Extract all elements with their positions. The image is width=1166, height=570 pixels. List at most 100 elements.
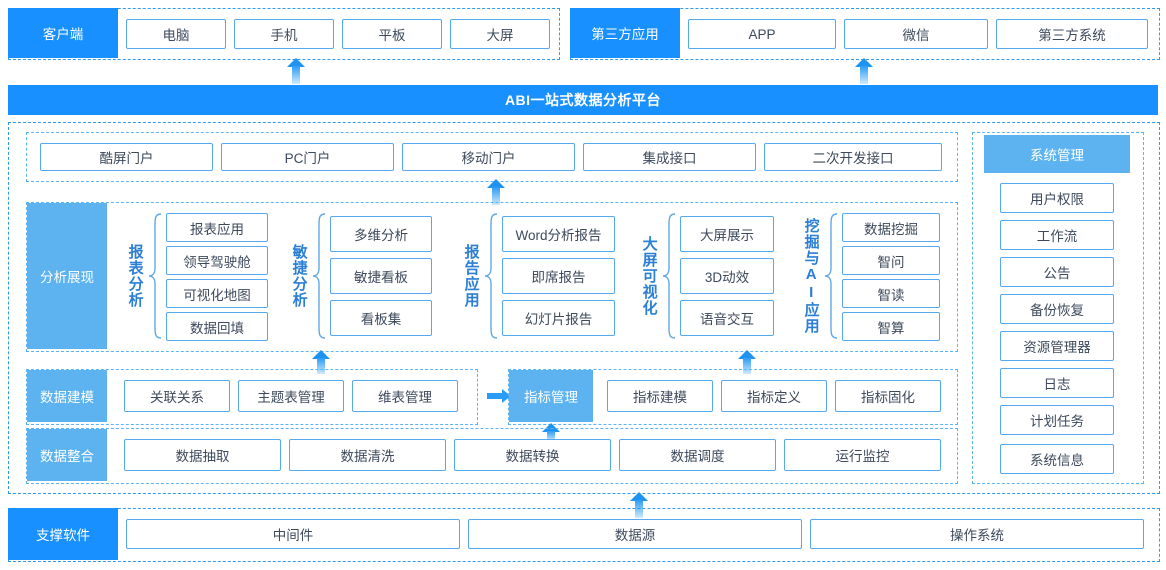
support-item-0[interactable]: 中间件	[126, 519, 460, 549]
arrow-up-metrics-to-analysis	[738, 350, 756, 374]
integration-item-0[interactable]: 数据抽取	[124, 439, 281, 471]
system-management-group	[972, 132, 1144, 484]
client-item-label: 电脑	[162, 28, 190, 43]
support-item-1[interactable]: 数据源	[468, 519, 802, 549]
brace-group-3	[662, 213, 676, 339]
analysis-item-label: 数据挖掘	[864, 221, 918, 237]
page-title: ABI一站式数据分析平台	[504, 92, 662, 108]
analysis-group-1-item-2[interactable]: 看板集	[330, 300, 432, 336]
analysis-group-4-item-3[interactable]: 智算	[842, 312, 940, 341]
modeling-item-label: 指标固化	[861, 390, 915, 405]
metrics-management-highlight[interactable]: 指标管理	[509, 370, 593, 422]
system-item-7[interactable]: 系统信息	[1000, 444, 1114, 474]
modeling-right-item-2[interactable]: 指标固化	[835, 380, 941, 412]
system-item-label: 计划任务	[1030, 414, 1084, 429]
analysis-item-label: 智读	[877, 287, 905, 303]
portal-item-1[interactable]: PC门户	[221, 143, 394, 171]
analysis-group-1-item-0[interactable]: 多维分析	[330, 216, 432, 252]
third-party-item-0[interactable]: APP	[688, 19, 836, 49]
portal-label: 二次开发接口	[812, 151, 894, 166]
third-party-item-2[interactable]: 第三方系统	[996, 19, 1148, 49]
modeling-item-label: 维表管理	[378, 390, 432, 405]
system-item-label: 工作流	[1036, 229, 1078, 244]
arrow-right-modeling-to-metrics	[487, 389, 511, 403]
portal-item-0[interactable]: 酷屏门户	[40, 143, 213, 171]
client-item-2[interactable]: 平板	[342, 19, 442, 49]
arrow-up-modeling-to-analysis	[312, 350, 330, 374]
integration-row-group	[26, 428, 958, 484]
client-item-3[interactable]: 大屏	[450, 19, 550, 49]
analysis-group-2-item-1[interactable]: 即席报告	[502, 258, 615, 294]
integration-item-4[interactable]: 运行监控	[784, 439, 941, 471]
analysis-group-2-item-2[interactable]: 幻灯片报告	[502, 300, 615, 336]
support-item-2[interactable]: 操作系统	[810, 519, 1144, 549]
modeling-right-item-1[interactable]: 指标定义	[721, 380, 827, 412]
portal-item-4[interactable]: 二次开发接口	[764, 143, 942, 171]
integration-item-2[interactable]: 数据转换	[454, 439, 611, 471]
analysis-group-4-item-0[interactable]: 数据挖掘	[842, 213, 940, 242]
client-item-1[interactable]: 手机	[234, 19, 334, 49]
integration-item-1[interactable]: 数据清洗	[289, 439, 446, 471]
analysis-group-3-item-2[interactable]: 语音交互	[680, 300, 774, 336]
system-item-label: 公告	[1043, 266, 1071, 281]
platform-title-banner: ABI一站式数据分析平台	[8, 85, 1158, 115]
system-management-title: 系统管理	[1030, 148, 1084, 163]
analysis-item-label: Word分析报告	[515, 228, 602, 243]
analysis-group-0-item-0[interactable]: 报表应用	[166, 213, 268, 242]
analysis-group-3-item-1[interactable]: 3D动效	[680, 258, 774, 294]
support-category-label: 支撑软件	[8, 508, 118, 560]
portal-item-3[interactable]: 集成接口	[583, 143, 756, 171]
third-party-category-text: 第三方应用	[591, 27, 659, 42]
analysis-group-2-vlabel: 报告应用	[460, 212, 482, 340]
portal-item-2[interactable]: 移动门户	[402, 143, 575, 171]
analysis-item-label: 可视化地图	[183, 287, 251, 303]
metrics-management-label: 指标管理	[524, 390, 578, 405]
system-item-3[interactable]: 备份恢复	[1000, 294, 1114, 324]
support-item-label: 中间件	[272, 528, 314, 543]
analysis-group-2-item-0[interactable]: Word分析报告	[502, 216, 615, 252]
arrow-up-client-to-platform	[287, 58, 305, 84]
analysis-group-4-item-2[interactable]: 智读	[842, 279, 940, 308]
modeling-item-label: 指标定义	[747, 390, 801, 405]
third-party-item-1[interactable]: 微信	[844, 19, 988, 49]
arrow-up-analysis-to-portal	[487, 179, 505, 205]
brace-group-2	[484, 213, 498, 339]
analysis-item-label: 语音交互	[700, 312, 754, 327]
analysis-group-0-item-1[interactable]: 领导驾驶舱	[166, 246, 268, 275]
analysis-group-0-item-3[interactable]: 数据回填	[166, 312, 268, 341]
analysis-group-1-item-1[interactable]: 敏捷看板	[330, 258, 432, 294]
brace-group-4	[824, 213, 838, 339]
analysis-group-label: 报告应用	[462, 244, 480, 308]
system-item-0[interactable]: 用户权限	[1000, 183, 1114, 213]
analysis-item-label: 即席报告	[531, 270, 586, 285]
analysis-item-label: 看板集	[360, 312, 402, 327]
brace-group-0	[148, 213, 162, 339]
client-item-label: 大屏	[486, 28, 514, 43]
analysis-group-3-item-0[interactable]: 大屏展示	[680, 216, 774, 252]
analysis-group-label: 敏捷分析	[290, 244, 308, 308]
modeling-left-item-2[interactable]: 维表管理	[352, 380, 458, 412]
system-item-4[interactable]: 资源管理器	[1000, 331, 1114, 361]
analysis-group-0-item-2[interactable]: 可视化地图	[166, 279, 268, 308]
third-party-item-label: APP	[748, 26, 776, 42]
client-item-0[interactable]: 电脑	[126, 19, 226, 49]
modeling-left-item-1[interactable]: 主题表管理	[238, 380, 344, 412]
system-item-5[interactable]: 日志	[1000, 368, 1114, 398]
portal-label: 移动门户	[461, 151, 516, 166]
integration-item-3[interactable]: 数据调度	[619, 439, 776, 471]
support-item-label: 操作系统	[950, 528, 1004, 543]
modeling-left-item-0[interactable]: 关联关系	[124, 380, 230, 412]
system-item-1[interactable]: 工作流	[1000, 220, 1114, 250]
system-item-2[interactable]: 公告	[1000, 257, 1114, 287]
analysis-group-4-item-1[interactable]: 智问	[842, 246, 940, 275]
analysis-item-label: 智算	[877, 320, 905, 336]
system-item-6[interactable]: 计划任务	[1000, 405, 1114, 435]
modeling-right-item-0[interactable]: 指标建模	[607, 380, 713, 412]
arrow-up-integration-to-metrics	[542, 423, 560, 441]
brace-group-1	[312, 213, 326, 339]
analysis-group-1-vlabel: 敏捷分析	[288, 212, 310, 340]
client-category-text: 客户端	[42, 27, 84, 42]
integration-item-label: 数据清洗	[340, 449, 395, 464]
analysis-group-4-vlabel: 挖掘与AI应用	[800, 206, 822, 346]
third-party-item-label: 微信	[902, 28, 930, 43]
